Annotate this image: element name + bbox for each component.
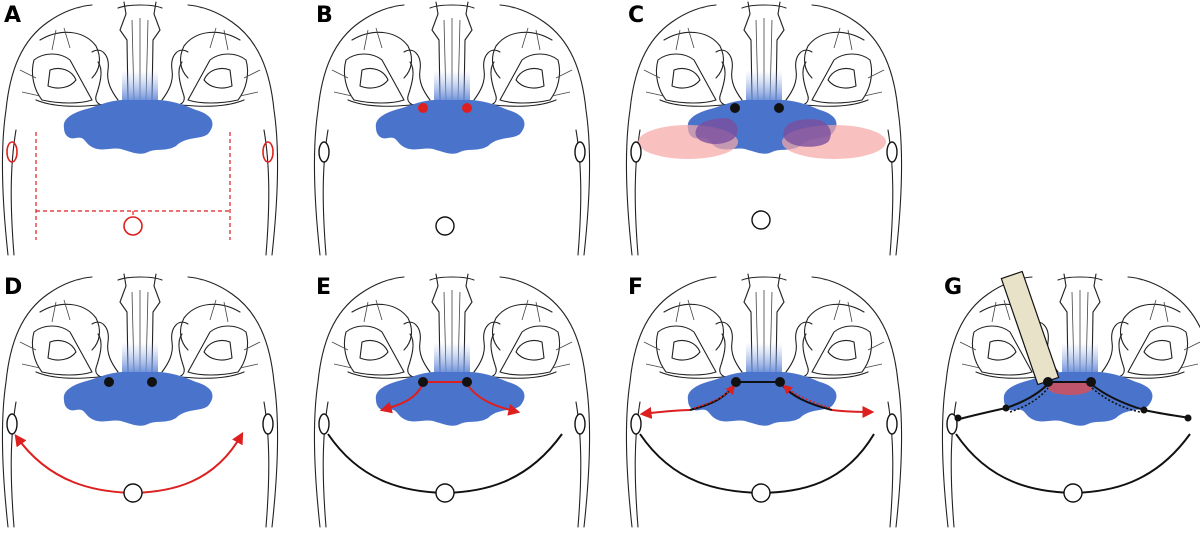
left-edge-point	[954, 414, 962, 422]
right-point-red	[462, 103, 472, 113]
right-point	[1086, 377, 1096, 387]
left-marker-red	[6, 141, 18, 163]
center-marker	[751, 210, 771, 230]
red-dotted-right	[782, 384, 831, 409]
center-marker	[435, 483, 455, 503]
left-point-red	[418, 103, 428, 113]
panel-label-g: G	[944, 275, 962, 300]
black-dotted-left	[1009, 387, 1049, 413]
pink-highlight	[1048, 381, 1092, 395]
red-dotted-left	[693, 384, 736, 409]
panel-a	[1, 1, 279, 256]
left-small-point	[1002, 404, 1010, 412]
left-point	[731, 377, 741, 387]
panel-g	[941, 270, 1200, 528]
red-arc-arrow	[14, 431, 244, 495]
red-curve-left	[379, 383, 424, 414]
panel-b	[313, 1, 591, 256]
center-marker	[123, 483, 143, 503]
panel-c	[625, 1, 903, 256]
panel-label-d: D	[4, 275, 22, 300]
black-arc	[639, 433, 875, 495]
center-marker	[435, 216, 455, 236]
panel-label-a: A	[4, 3, 21, 28]
panel-label-f: F	[628, 275, 643, 300]
panel-e	[313, 273, 591, 528]
left-point	[730, 103, 740, 113]
right-edge-point	[1184, 414, 1192, 422]
red-line-left	[639, 406, 691, 419]
black-dotted-right	[1091, 387, 1141, 413]
panel-d	[1, 273, 279, 528]
left-point	[1043, 377, 1053, 387]
center-marker	[751, 483, 771, 503]
right-small-point	[1140, 406, 1148, 414]
right-point	[775, 377, 785, 387]
center-marker-red	[123, 216, 143, 236]
panel-f	[625, 273, 903, 528]
red-line-right	[831, 405, 875, 418]
right-point	[147, 377, 157, 387]
measurement-lines	[35, 132, 231, 240]
overlap-left	[695, 118, 738, 144]
left-point	[418, 377, 428, 387]
panel-label-e: E	[316, 275, 331, 300]
center-marker	[1063, 483, 1083, 503]
right-point	[462, 377, 472, 387]
overlap-right	[783, 119, 831, 147]
red-curve-right	[466, 383, 521, 416]
right-point	[774, 103, 784, 113]
left-point	[104, 377, 114, 387]
panel-label-c: C	[628, 3, 644, 28]
panel-label-b: B	[316, 3, 333, 28]
right-marker-red	[262, 141, 274, 163]
